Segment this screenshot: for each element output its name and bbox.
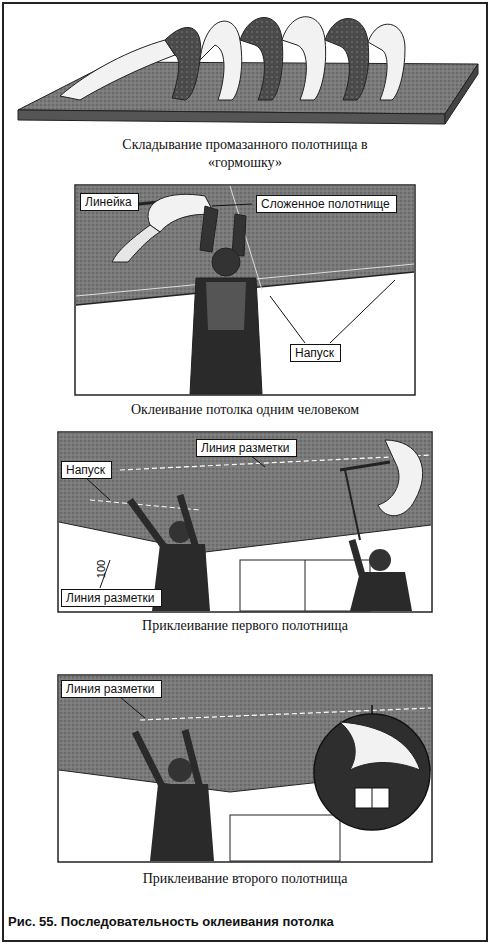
dimension-mark: 100 (92, 554, 110, 584)
callout-box: Линейка (80, 193, 139, 211)
callout-text: Напуск (295, 346, 336, 360)
callout-text: Линия разметки (201, 441, 292, 455)
callout-text: Сложенное полотнище (261, 197, 392, 211)
leader-lines (85, 201, 395, 718)
callout-text: Линия разметки (66, 682, 157, 696)
callout-text: Линия разметки (66, 591, 157, 605)
callout-box: Линия разметки (61, 680, 162, 698)
folding-illustration (18, 17, 478, 124)
callout-box: Напуск (290, 344, 341, 362)
callout-box: Напуск (61, 461, 112, 479)
callout-box: Сложенное полотнище (256, 195, 397, 213)
callout-text: Линейка (85, 195, 134, 209)
callout-box: Линия разметки (61, 589, 162, 607)
callout-text: Напуск (66, 463, 107, 477)
figure-caption: Рис. 55. Последовательность оклеивания п… (8, 914, 484, 930)
panel-caption: Приклеивание второго полотнища (58, 870, 432, 888)
panel-caption: Оклеивание потолка одним человеком (75, 401, 415, 419)
one-person-illustration (75, 185, 415, 395)
callout-box: Линия разметки (196, 439, 297, 457)
panel-caption: Складывание промазанного полотнища в «го… (115, 136, 375, 172)
first-strip-illustration (58, 432, 432, 612)
panel-caption: Приклеивание первого полотнища (58, 617, 432, 635)
outer-frame (3, 3, 487, 941)
second-strip-illustration (58, 675, 432, 862)
